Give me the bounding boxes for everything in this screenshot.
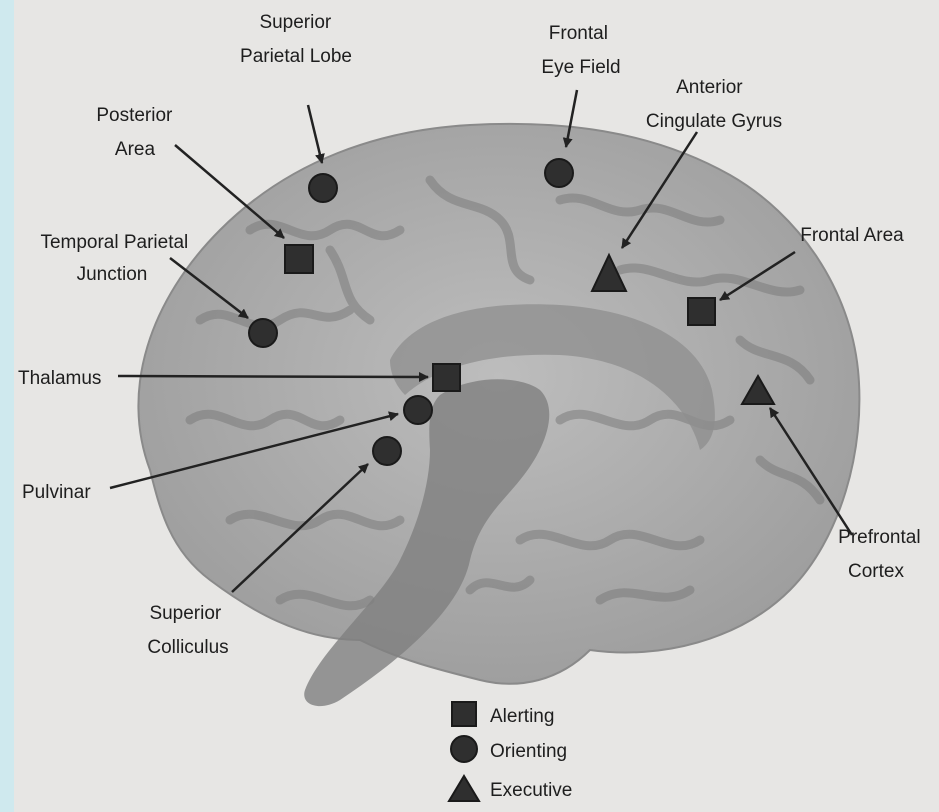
label-thalamus: Thalamus — [18, 368, 101, 389]
marker-thalamus — [433, 364, 460, 391]
label-posterior-area: Posterior Area — [96, 105, 177, 160]
arrow-thalamus — [118, 376, 428, 377]
marker-superior-parietal-lobe — [309, 174, 337, 202]
legend-alerting: Alerting — [490, 706, 554, 727]
label-pulvinar: Pulvinar — [22, 482, 91, 503]
label-prefrontal-cortex: Prefrontal Cortex — [838, 527, 926, 582]
label-frontal-area: Frontal Area — [800, 225, 904, 246]
legend-square-icon — [452, 702, 476, 726]
legend-orienting: Orienting — [490, 741, 567, 762]
marker-posterior-area — [285, 245, 313, 273]
marker-temporal-parietal-junction — [249, 319, 277, 347]
marker-frontal-area — [688, 298, 715, 325]
label-superior-colliculus: Superior Colliculus — [147, 603, 228, 658]
legend: Alerting Orienting Executive — [449, 702, 572, 801]
label-anterior-cingulate-gyrus: Anterior Cingulate Gyrus — [646, 77, 782, 132]
legend-circle-icon — [451, 736, 477, 762]
legend-executive: Executive — [490, 780, 572, 801]
label-superior-parietal-lobe: Superior Parietal Lobe — [240, 12, 352, 67]
label-frontal-eye-field: Frontal Eye Field — [541, 23, 620, 78]
marker-superior-colliculus — [373, 437, 401, 465]
legend-triangle-icon — [449, 776, 479, 801]
marker-pulvinar — [404, 396, 432, 424]
arrow-superior-parietal-lobe — [308, 105, 322, 163]
marker-frontal-eye-field — [545, 159, 573, 187]
